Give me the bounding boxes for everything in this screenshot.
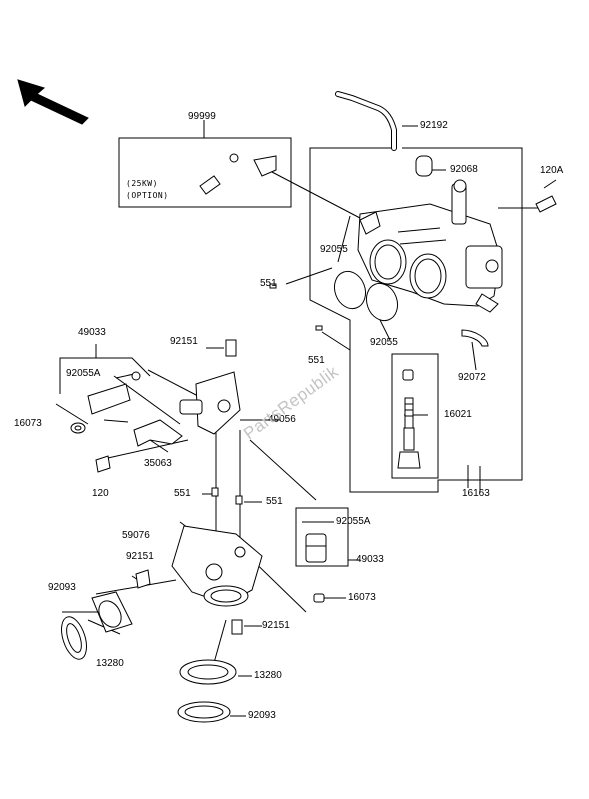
front-direction-arrow-icon — [17, 79, 89, 125]
part-label-92093-b: 92093 — [248, 710, 276, 721]
part-label-35063: 35063 — [144, 458, 172, 469]
part-label-92055a-b: 92055A — [336, 516, 371, 527]
pin-551-d — [235, 495, 243, 505]
option-connector — [199, 175, 221, 195]
injector-16021 — [397, 369, 421, 469]
o-ring-92055-a — [333, 270, 367, 310]
bolt-120 — [95, 455, 111, 473]
part-label-59076: 59076 — [122, 530, 150, 541]
part-label-120a: 120A — [540, 165, 564, 176]
bolt-92151-b — [135, 569, 151, 589]
o-ring-92055-b — [365, 282, 399, 322]
seal-16073-a — [70, 422, 86, 434]
injector-49033-right — [305, 533, 327, 563]
part-label-120: 120 — [92, 488, 109, 499]
part-label-551-d: 551 — [266, 496, 283, 507]
clamp-92072 — [461, 329, 489, 347]
part-label-92072: 92072 — [458, 372, 486, 383]
part-label-92151-c: 92151 — [262, 620, 290, 631]
part-label-92055-b: 92055 — [370, 337, 398, 348]
gasket-13280-right — [179, 659, 237, 685]
part-label-13280-a: 13280 — [96, 658, 124, 669]
option-screw — [229, 153, 239, 163]
part-label-49033-a: 49033 — [78, 327, 106, 338]
option-box — [118, 137, 292, 208]
bolt-120a — [535, 195, 557, 213]
part-label-551-c: 551 — [174, 488, 191, 499]
part-label-16073-b: 16073 — [348, 592, 376, 603]
part-label-49033-b: 49033 — [356, 554, 384, 565]
injector-49033-left — [87, 371, 141, 415]
part-label-92055a-a: 92055A — [66, 368, 101, 379]
part-label-16073-a: 16073 — [14, 418, 42, 429]
part-label-99999: 99999 — [188, 111, 216, 122]
option-note-line2: (OPTION) — [126, 191, 169, 200]
throttle-body-assembly — [357, 179, 503, 313]
seal-16073-b — [313, 593, 325, 603]
ring-92093-right — [177, 701, 231, 723]
option-bracket — [253, 155, 277, 177]
bolt-92151-a — [225, 339, 237, 357]
part-label-551-a: 551 — [260, 278, 277, 289]
throttle-housing-59076 — [171, 525, 263, 607]
part-label-92093-a: 92093 — [48, 582, 76, 593]
part-label-13280-b: 13280 — [254, 670, 282, 681]
injector-frame — [391, 353, 439, 479]
bracket-35063 — [133, 419, 183, 447]
part-label-16163: 16163 — [462, 488, 490, 499]
cap-92068 — [415, 155, 433, 177]
part-label-92151-b: 92151 — [126, 551, 154, 562]
part-label-16021: 16021 — [444, 409, 472, 420]
part-label-49056: 49056 — [268, 414, 296, 425]
ring-92093-left — [61, 616, 87, 660]
pin-551-b — [315, 325, 323, 331]
bolt-92151-c — [231, 619, 243, 635]
part-label-92151-a: 92151 — [170, 336, 198, 347]
pin-551-a — [269, 283, 277, 289]
injector-frame-right — [295, 507, 349, 567]
part-label-551-b: 551 — [308, 355, 325, 366]
pin-551-c — [211, 487, 219, 497]
part-label-92068: 92068 — [450, 164, 478, 175]
part-label-92055-a: 92055 — [320, 244, 348, 255]
option-note-line1: (25KW) — [126, 179, 158, 188]
gasket-13280-left — [91, 591, 133, 633]
part-label-92192: 92192 — [420, 120, 448, 131]
throttle-body-frame — [309, 147, 523, 493]
